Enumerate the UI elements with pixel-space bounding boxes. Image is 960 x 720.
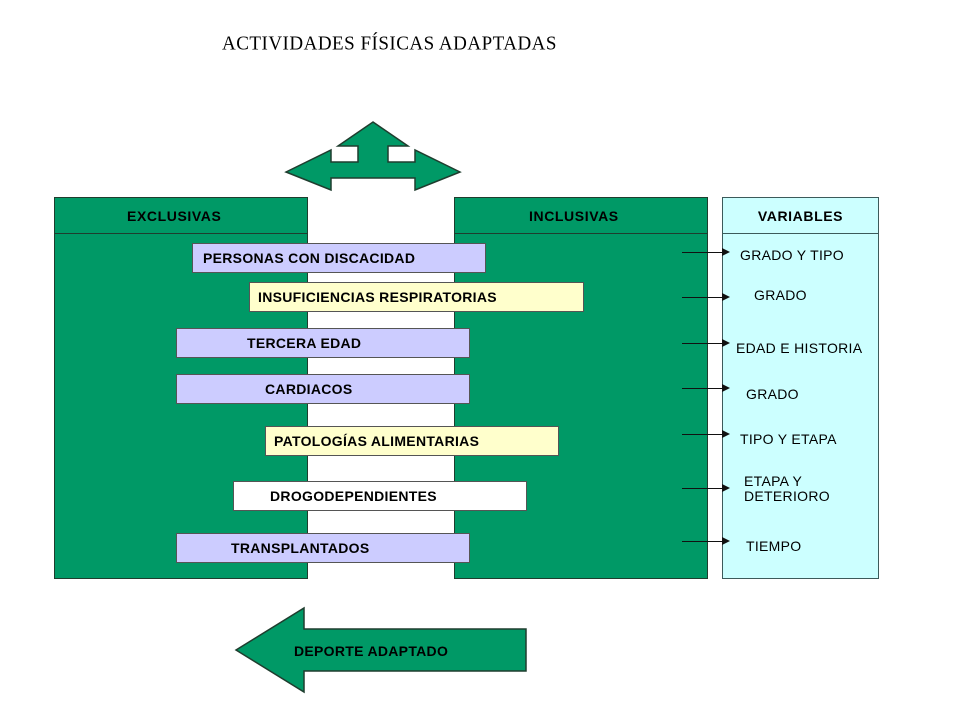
variable-label: EDAD E HISTORIA xyxy=(736,340,863,356)
arrow-right-icon xyxy=(722,384,730,392)
arrow-right-icon xyxy=(722,293,730,301)
group-bar-tercera-edad: TERCERA EDAD xyxy=(176,328,470,358)
connector-line xyxy=(682,252,722,253)
group-bar-insuficiencias-respiratorias: INSUFICIENCIAS RESPIRATORIAS xyxy=(249,282,584,312)
connector-line xyxy=(682,343,722,344)
group-bar-personas-con-discacidad: PERSONAS CON DISCACIDAD xyxy=(192,243,486,273)
deporte-adaptado-label: DEPORTE ADAPTADO xyxy=(294,643,449,659)
group-label: TRANSPLANTADOS xyxy=(231,540,370,556)
inclusivas-header: INCLUSIVAS xyxy=(455,198,707,234)
arrow-right-icon xyxy=(722,339,730,347)
left-arrow-icon xyxy=(234,606,527,694)
variable-label: GRADO Y TIPO xyxy=(740,247,844,263)
group-label: TERCERA EDAD xyxy=(247,335,362,351)
variable-label: ETAPA Y DETERIORO xyxy=(744,473,830,504)
variable-label: TIEMPO xyxy=(746,538,802,554)
connector-line xyxy=(682,488,722,489)
exclusivas-header: EXCLUSIVAS xyxy=(55,198,307,234)
arrow-right-icon xyxy=(722,537,730,545)
arrow-right-icon xyxy=(722,484,730,492)
group-bar-cardiacos: CARDIACOS xyxy=(176,374,470,404)
arrow-right-icon xyxy=(722,248,730,256)
variables-box: VARIABLES xyxy=(722,197,879,579)
group-bar-patologias-alimentarias: PATOLOGÍAS ALIMENTARIAS xyxy=(265,426,559,456)
connector-line xyxy=(682,297,722,298)
three-way-arrow-icon xyxy=(284,121,462,192)
group-label: DROGODEPENDIENTES xyxy=(270,488,437,504)
group-bar-transplantados: TRANSPLANTADOS xyxy=(176,533,470,563)
arrow-right-icon xyxy=(722,430,730,438)
variables-header: VARIABLES xyxy=(723,198,878,234)
connector-line xyxy=(682,388,722,389)
group-bar-drogodependientes: DROGODEPENDIENTES xyxy=(233,481,527,511)
group-label: PATOLOGÍAS ALIMENTARIAS xyxy=(274,433,480,449)
connector-line xyxy=(682,434,722,435)
variable-label: GRADO xyxy=(754,287,807,303)
inclusivas-panel: INCLUSIVAS xyxy=(454,197,708,579)
variable-label: GRADO xyxy=(746,386,799,402)
group-label: INSUFICIENCIAS RESPIRATORIAS xyxy=(258,289,497,305)
group-label: CARDIACOS xyxy=(265,381,353,397)
connector-line xyxy=(682,541,722,542)
group-label: PERSONAS CON DISCACIDAD xyxy=(203,250,416,266)
diagram-title: ACTIVIDADES FÍSICAS ADAPTADAS xyxy=(222,32,557,55)
variable-label: TIPO Y ETAPA xyxy=(740,431,837,447)
